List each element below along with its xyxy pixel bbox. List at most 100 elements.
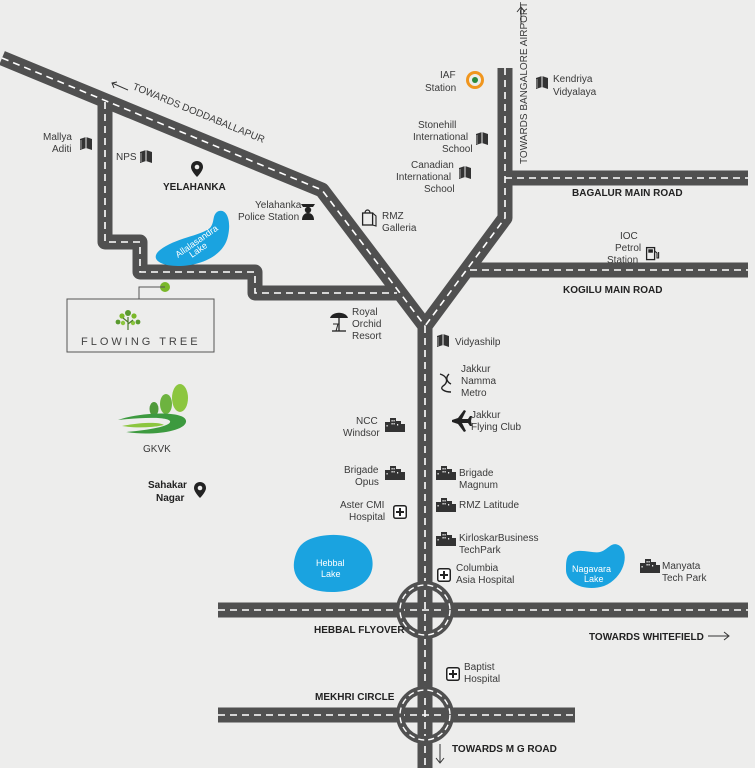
- svg-text:Jakkur: Jakkur: [471, 410, 501, 421]
- svg-text:Galleria: Galleria: [382, 223, 417, 234]
- kirloskar-business-techpark: KirloskarBusiness TechPark: [436, 532, 538, 556]
- hebbal-lake-label: Hebbal: [316, 558, 345, 568]
- svg-text:Station: Station: [607, 255, 638, 266]
- towards-mg-road-label: TOWARDS M G ROAD: [452, 744, 557, 755]
- mekhri-circle-label: MEKHRI CIRCLE: [315, 692, 395, 703]
- beach-umbrella-icon: [330, 312, 348, 332]
- book-icon: [458, 165, 472, 180]
- hospital-cross-icon: [392, 504, 408, 520]
- svg-text:Tech Park: Tech Park: [662, 573, 707, 584]
- iaf-station: IAF Station: [425, 70, 484, 94]
- svg-text:Police Station: Police Station: [238, 212, 299, 223]
- svg-text:IAF: IAF: [440, 70, 456, 81]
- project-name: FLOWING TREE: [81, 336, 201, 348]
- shopping-bag-icon: [361, 209, 377, 227]
- canadian-school: Canadian International School: [396, 160, 472, 195]
- svg-text:Resort: Resort: [352, 331, 382, 342]
- aster-cmi-hospital: Aster CMI Hospital: [340, 500, 408, 523]
- svg-text:Manyata: Manyata: [662, 561, 701, 572]
- svg-text:Kendriya: Kendriya: [553, 74, 593, 85]
- svg-text:International: International: [396, 172, 451, 183]
- svg-text:Station: Station: [425, 83, 456, 94]
- jakkur-flying-club: Jakkur Flying Club: [452, 410, 521, 433]
- svg-text:Asia Hospital: Asia Hospital: [456, 575, 514, 586]
- svg-text:Metro: Metro: [461, 388, 487, 399]
- svg-text:Stonehill: Stonehill: [418, 120, 456, 131]
- book-icon: [79, 136, 93, 151]
- road-markings: [1, 57, 748, 768]
- royal-orchid-resort: Royal Orchid Resort: [330, 307, 382, 342]
- book-icon: [475, 131, 489, 146]
- svg-text:Windsor: Windsor: [343, 428, 380, 439]
- mekhri-circle-ring: [396, 686, 454, 744]
- svg-text:Vidyashilp: Vidyashilp: [455, 337, 501, 348]
- svg-text:Opus: Opus: [355, 477, 379, 488]
- buildings-icon: [640, 559, 660, 573]
- rmz-galleria: RMZ Galleria: [361, 209, 417, 234]
- mallya-aditi: Mallya Aditi: [43, 132, 93, 155]
- svg-text:Mallya: Mallya: [43, 132, 72, 143]
- book-icon: [436, 333, 450, 348]
- svg-text:Flying Club: Flying Club: [471, 422, 521, 433]
- flowing-tree-project: FLOWING TREE: [66, 282, 215, 353]
- vidyashilp: Vidyashilp: [436, 333, 501, 348]
- hospital-cross-icon: [436, 567, 452, 583]
- svg-text:IOC: IOC: [620, 231, 638, 242]
- buildings-icon: [436, 532, 456, 546]
- buildings-icon: [436, 498, 456, 512]
- nagavara-lake: [566, 544, 625, 589]
- svg-text:Hospital: Hospital: [464, 674, 500, 685]
- buildings-icon: [385, 418, 405, 432]
- svg-text:Baptist: Baptist: [464, 662, 495, 673]
- columbia-asia-hospital: Columbia Asia Hospital: [436, 563, 514, 586]
- nagavara-lake-label: Nagavara: [572, 564, 611, 574]
- svg-text:Sahakar: Sahakar: [148, 480, 187, 491]
- svg-text:NCC: NCC: [356, 416, 378, 427]
- svg-text:Brigade: Brigade: [344, 465, 379, 476]
- road-airport: [418, 68, 513, 331]
- svg-text:RMZ: RMZ: [382, 211, 404, 222]
- arrow-right-icon: [708, 631, 730, 641]
- svg-text:GKVK: GKVK: [143, 444, 171, 455]
- stonehill-school: Stonehill International School: [413, 120, 489, 155]
- svg-text:Magnum: Magnum: [459, 480, 498, 491]
- gkvk-logo: GKVK: [118, 384, 188, 455]
- hebbal-flyover-label: HEBBAL FLYOVER: [314, 625, 405, 636]
- svg-text:Brigade: Brigade: [459, 468, 494, 479]
- arrow-up-icon: [516, 6, 526, 24]
- yelahanka: YELAHANKA: [163, 149, 226, 193]
- svg-text:Yelahanka: Yelahanka: [255, 200, 302, 211]
- manyata-tech-park: Manyata Tech Park: [640, 559, 707, 584]
- towards-airport-label: TOWARDS BANGALORE AIRPORT: [519, 2, 530, 164]
- svg-text:Jakkur: Jakkur: [461, 364, 491, 375]
- sahakar-nagar: Sahakar Nagar: [148, 470, 206, 504]
- svg-text:Vidyalaya: Vidyalaya: [553, 87, 597, 98]
- project-logo-box: [66, 298, 215, 353]
- brigade-magnum: Brigade Magnum: [436, 466, 498, 491]
- svg-text:Namma: Namma: [461, 376, 496, 387]
- kogilu-main-road-label: KOGILU MAIN ROAD: [563, 285, 662, 296]
- hebbal-flyover-ring: [396, 581, 454, 639]
- svg-text:NPS: NPS: [116, 152, 137, 163]
- arrow-down-icon: [435, 744, 445, 764]
- brigade-opus: Brigade Opus: [344, 465, 405, 488]
- ncc-windsor: NCC Windsor: [343, 416, 405, 439]
- svg-text:Canadian: Canadian: [411, 160, 454, 171]
- svg-text:TechPark: TechPark: [459, 545, 502, 556]
- fuel-pump-icon: [645, 246, 660, 261]
- airplane-icon: [452, 410, 472, 432]
- kendriya-vidyalaya: Kendriya Vidyalaya: [535, 74, 597, 98]
- svg-text:Lake: Lake: [584, 574, 604, 584]
- svg-text:Aditi: Aditi: [52, 144, 71, 155]
- allalasandra-lake: [155, 210, 230, 266]
- direction-arrows: [111, 6, 730, 764]
- arrow-northwest-icon: [111, 81, 129, 91]
- metro-icon: [439, 373, 452, 393]
- road-network: [0, 51, 748, 768]
- bagalur-main-road-label: BAGALUR MAIN ROAD: [572, 188, 683, 199]
- hospital-cross-icon: [445, 666, 461, 682]
- svg-text:RMZ Latitude: RMZ Latitude: [459, 500, 519, 511]
- svg-text:International: International: [413, 132, 468, 143]
- svg-text:YELAHANKA: YELAHANKA: [163, 182, 226, 193]
- svg-text:Columbia: Columbia: [456, 563, 499, 574]
